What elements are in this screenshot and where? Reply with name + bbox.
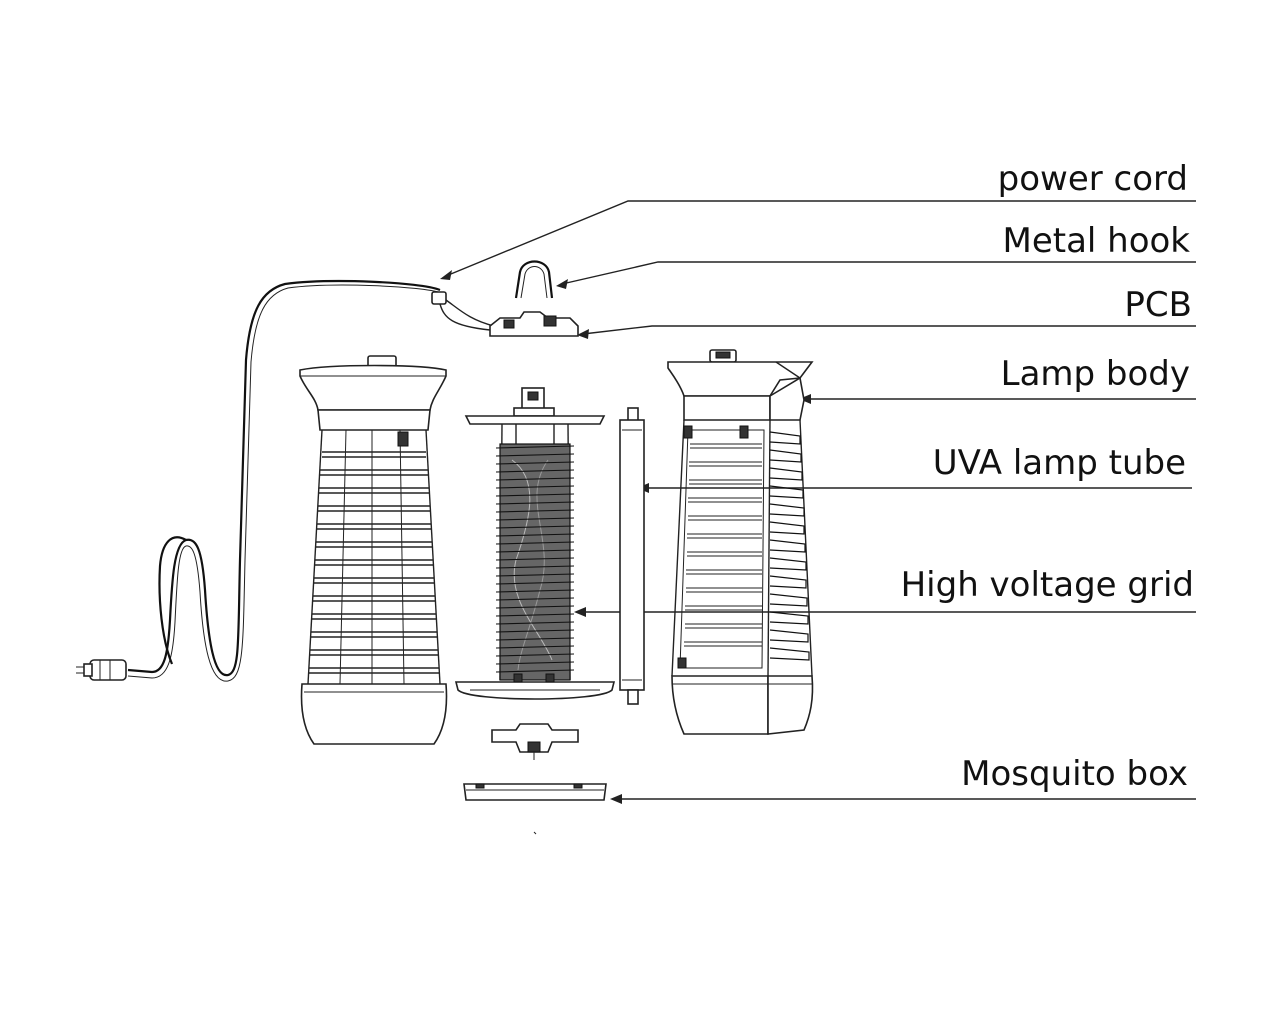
shell-side-grill [769,431,810,661]
leader-power-cord [445,200,1196,277]
leader-lines [440,200,1196,804]
arrow-lamp-body [799,394,811,404]
mosquito-box [463,783,607,835]
shell-front-grill [684,443,762,647]
label-uva-lamp-tube: UVA lamp tube [933,443,1186,483]
grid-coil-turns [495,445,575,673]
pcb [489,311,579,337]
plug-body [89,659,127,681]
lower-connector [491,723,579,760]
label-metal-hook: Metal hook [1002,221,1190,261]
label-mosquito-box: Mosquito box [961,754,1188,794]
label-power-cord: power cord [998,159,1188,199]
uva-lamp-tube [619,407,645,705]
arrow-pcb [577,329,589,339]
leader-pcb [582,325,1196,335]
cord-grommet [431,291,447,305]
arrow-power-cord [440,270,452,280]
label-lamp-body: Lamp body [1001,354,1190,394]
high-voltage-grid [454,387,616,700]
grill-rings [309,451,439,674]
lamp-body-shell [667,349,814,735]
assembled-lamp [299,355,448,745]
power-cord [76,280,495,682]
leader-metal-hook [561,261,1196,285]
label-high-voltage-grid: High voltage grid [901,565,1194,605]
metal-hook [514,260,554,299]
arrow-mosquito-box [610,794,622,804]
label-pcb: PCB [1124,285,1192,325]
arrow-metal-hook [556,279,568,289]
arrow-hv-grid [574,607,586,617]
